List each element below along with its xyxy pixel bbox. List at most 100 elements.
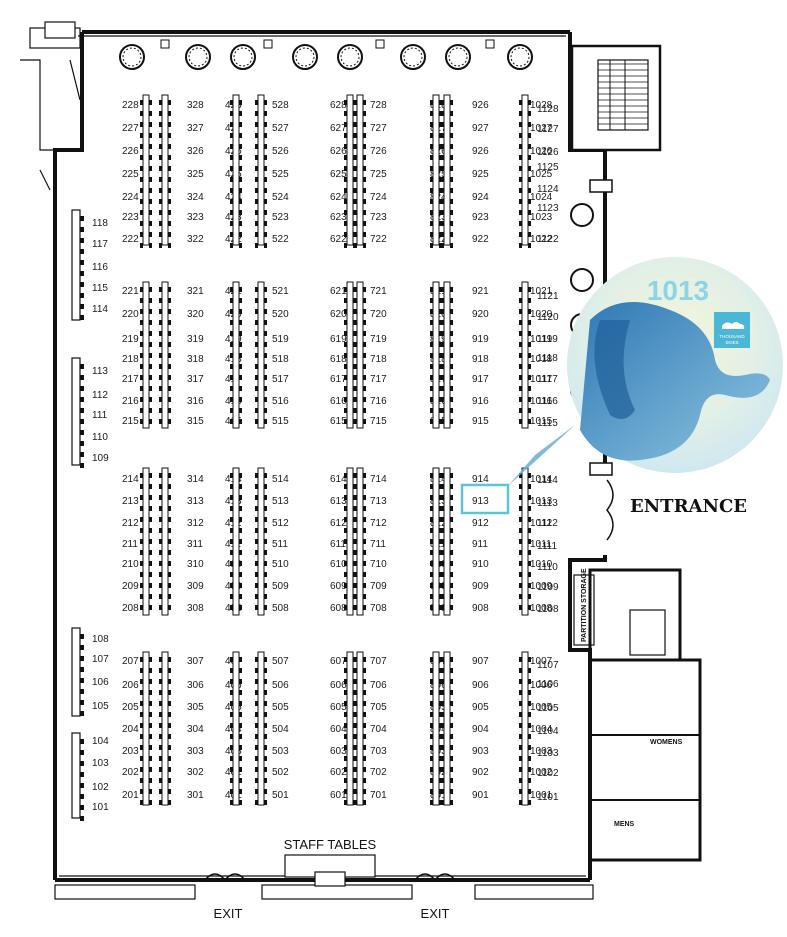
booth-number[interactable]: 527 (272, 123, 289, 134)
booth-number[interactable]: 504 (272, 724, 289, 735)
booth-number[interactable]: 227 (122, 123, 139, 134)
booth-number[interactable]: 1017 (530, 374, 553, 385)
booth-number[interactable]: 213 (122, 496, 139, 507)
right-wall-booth-number[interactable]: 1105 (537, 703, 559, 714)
booth-number[interactable]: 1011 (530, 539, 552, 550)
booth-number[interactable]: 616 (330, 396, 347, 407)
right-wall-booth-number[interactable]: 1125 (537, 162, 559, 173)
booth-number[interactable]: 703 (370, 746, 387, 757)
booth-number[interactable]: 1007 (530, 656, 553, 667)
booth-number[interactable]: 604 (330, 724, 347, 735)
booth-number[interactable]: 924 (472, 192, 489, 203)
booth-number[interactable]: 515 (272, 416, 289, 427)
booth-number[interactable]: 612 (330, 518, 347, 529)
booth-number[interactable]: 917 (472, 374, 489, 385)
booth-number[interactable]: 619 (330, 334, 347, 345)
booth-number[interactable]: 222 (122, 234, 139, 245)
booth-number[interactable]: 902 (472, 767, 489, 778)
booth-number[interactable]: 524 (272, 192, 289, 203)
booth-number[interactable]: 711 (370, 539, 386, 550)
booth-number[interactable]: 225 (122, 169, 139, 180)
booth-number[interactable]: 625 (330, 169, 347, 180)
booth-number[interactable]: 306 (187, 680, 204, 691)
booth-number[interactable]: 623 (330, 212, 347, 223)
booth-number[interactable]: 1026 (530, 146, 553, 157)
booth-number[interactable]: 1008 (530, 603, 553, 614)
right-wall-booth-number[interactable]: 1102 (537, 768, 559, 779)
booth-number[interactable]: 521 (272, 286, 289, 297)
booth-number[interactable]: 713 (370, 496, 387, 507)
right-wall-booth-number[interactable]: 1119 (537, 334, 558, 345)
right-wall-booth-number[interactable]: 1101 (537, 792, 559, 803)
right-wall-booth-number[interactable]: 1113 (537, 498, 558, 509)
booth-number[interactable]: 208 (122, 603, 139, 614)
booth-number[interactable]: 309 (187, 581, 204, 592)
booth-number[interactable]: 315 (187, 416, 204, 427)
booth-number[interactable]: 1020 (530, 309, 553, 320)
highlighted-booth-1013[interactable] (460, 483, 510, 515)
booth-number[interactable]: 910 (472, 559, 489, 570)
right-wall-booth-number[interactable]: 1124 (537, 184, 559, 195)
booth-number[interactable]: 507 (272, 656, 289, 667)
booth-number[interactable]: 1010 (530, 559, 553, 570)
booth-number[interactable]: 223 (122, 212, 139, 223)
booth-number[interactable]: 717 (370, 374, 387, 385)
booth-number[interactable]: 621 (330, 286, 347, 297)
booth-number[interactable]: 614 (330, 474, 347, 485)
booth-number[interactable]: 725 (370, 169, 387, 180)
booth-number[interactable]: 912 (472, 518, 489, 529)
booth-number[interactable]: 214 (122, 474, 139, 485)
booth-number[interactable]: 307 (187, 656, 204, 667)
booth-number[interactable]: 609 (330, 581, 347, 592)
booth-number[interactable]: 706 (370, 680, 387, 691)
booth-number[interactable]: 602 (330, 767, 347, 778)
booth-number[interactable]: 216 (122, 396, 139, 407)
booth-number[interactable]: 518 (272, 354, 289, 365)
booth-number[interactable]: 304 (187, 724, 204, 735)
right-wall-booth-number[interactable]: 1121 (537, 291, 559, 302)
booth-number[interactable]: 723 (370, 212, 387, 223)
booth-number[interactable]: 722 (370, 234, 387, 245)
booth-number[interactable]: 906 (472, 680, 489, 691)
booth-number[interactable]: 520 (272, 309, 289, 320)
booth-number[interactable]: 501 (272, 790, 289, 801)
right-wall-booth-number[interactable]: 1114 (537, 475, 558, 486)
booth-number[interactable]: 207 (122, 656, 139, 667)
booth-number[interactable]: 505 (272, 702, 289, 713)
booth-number[interactable]: 714 (370, 474, 387, 485)
booth-number[interactable]: 215 (122, 416, 139, 427)
booth-number[interactable]: 226 (122, 146, 139, 157)
booth-number[interactable]: 519 (272, 334, 289, 345)
booth-number[interactable]: 613 (330, 496, 347, 507)
booth-number[interactable]: 320 (187, 309, 204, 320)
right-wall-booth-number[interactable]: 1116 (537, 396, 558, 407)
booth-number[interactable]: 925 (472, 169, 489, 180)
booth-number[interactable]: 220 (122, 309, 139, 320)
booth-number[interactable]: 523 (272, 212, 289, 223)
booth-number[interactable]: 1013 (530, 496, 553, 507)
booth-number[interactable]: 607 (330, 656, 347, 667)
booth-number[interactable]: 312 (187, 518, 204, 529)
booth-number[interactable]: 709 (370, 581, 387, 592)
booth-number[interactable]: 622 (330, 234, 347, 245)
booth-number[interactable]: 1027 (530, 123, 553, 134)
booth-number[interactable]: 724 (370, 192, 387, 203)
booth-number[interactable]: 712 (370, 518, 387, 529)
booth-number[interactable]: 308 (187, 603, 204, 614)
booth-number[interactable]: 327 (187, 123, 204, 134)
booth-number[interactable]: 511 (272, 539, 288, 550)
booth-number[interactable]: 923 (472, 212, 489, 223)
booth-number[interactable]: 211 (122, 539, 138, 550)
right-wall-booth-number[interactable]: 1106 (537, 679, 559, 690)
booth-number[interactable]: 509 (272, 581, 289, 592)
booth-number[interactable]: 305 (187, 702, 204, 713)
booth-number[interactable]: 705 (370, 702, 387, 713)
booth-number[interactable]: 903 (472, 746, 489, 757)
right-wall-booth-number[interactable]: 1110 (537, 562, 558, 573)
booth-number[interactable]: 907 (472, 656, 489, 667)
booth-number[interactable]: 219 (122, 334, 139, 345)
booth-number[interactable]: 510 (272, 559, 289, 570)
booth-number[interactable]: 1021 (530, 286, 553, 297)
booth-number[interactable]: 603 (330, 746, 347, 757)
booth-number[interactable]: 718 (370, 354, 387, 365)
